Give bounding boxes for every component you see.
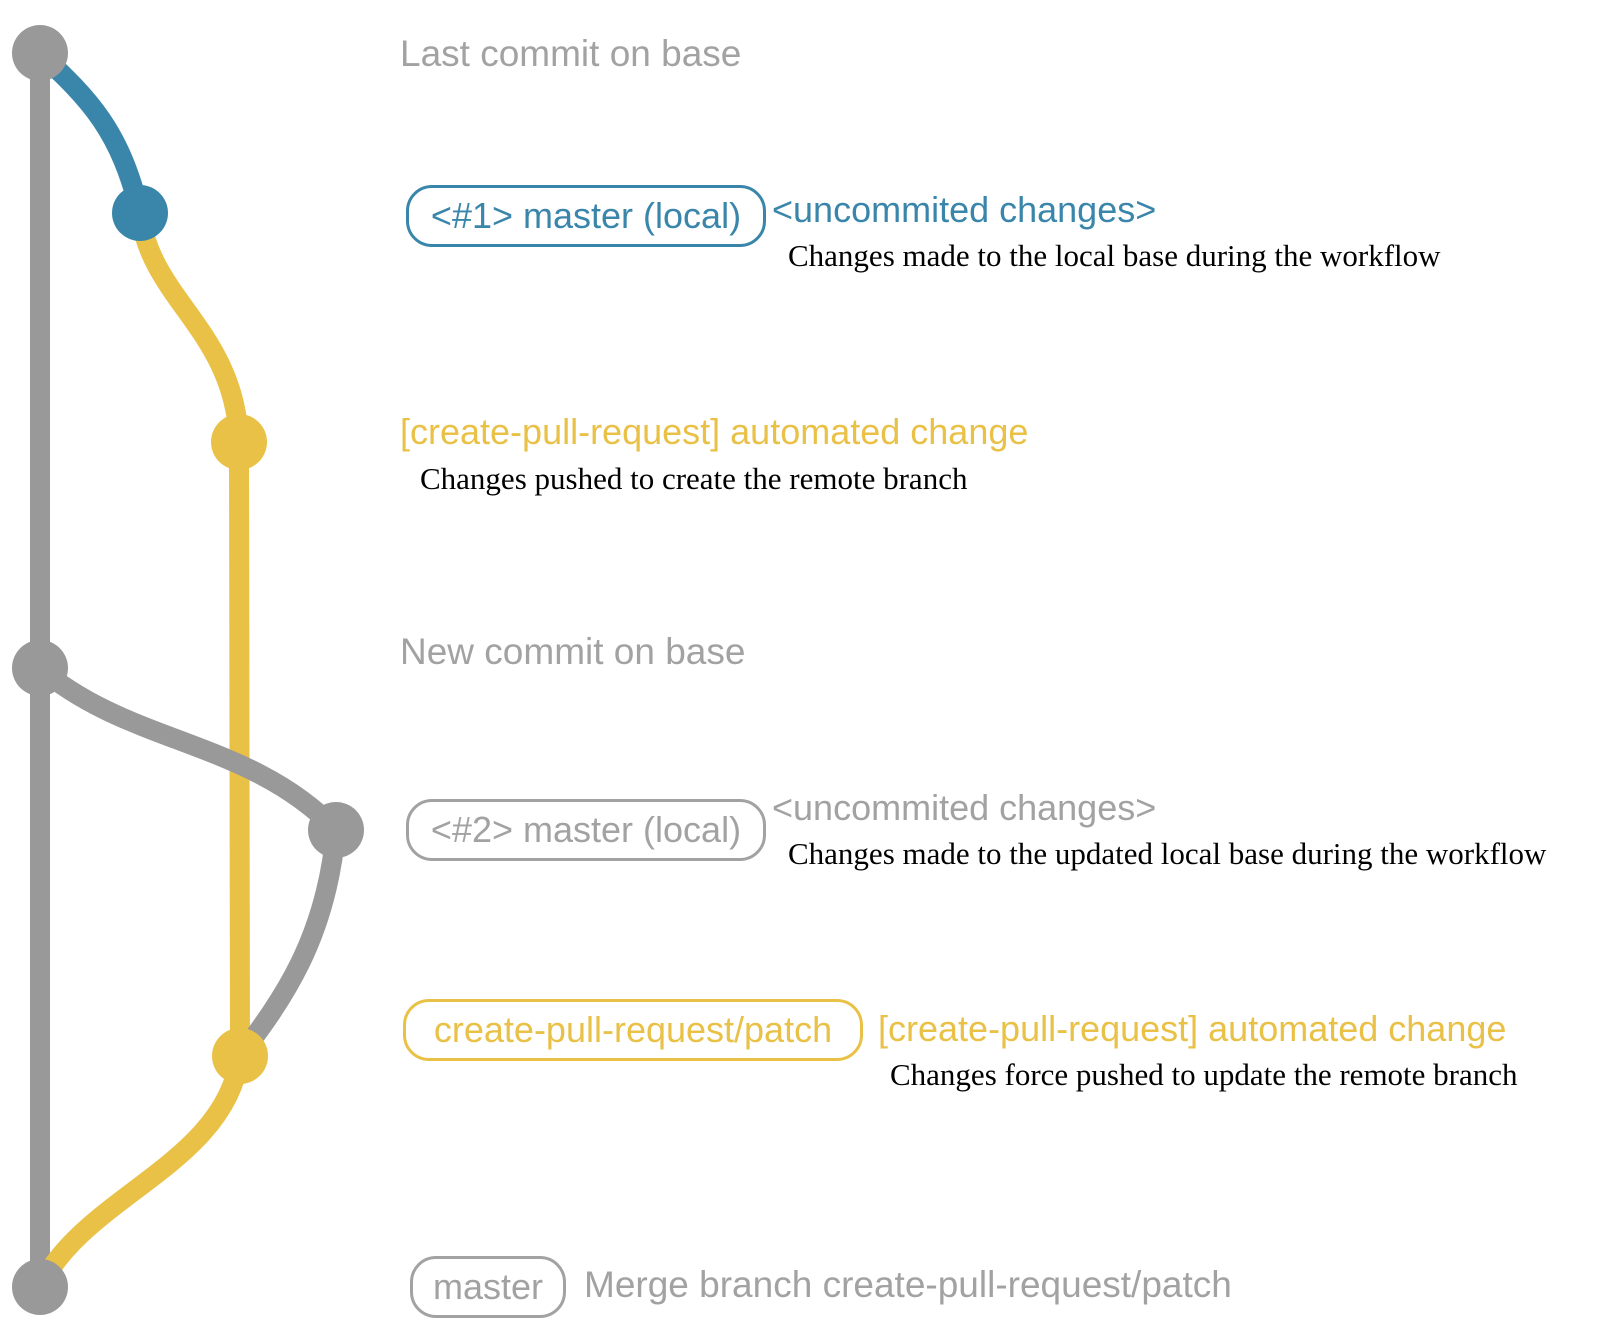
- last-commit-heading: Last commit on base: [400, 33, 742, 74]
- commit-node-new-commit-on-base: [12, 640, 68, 696]
- edge-local-branch-1: [30, 43, 150, 223]
- commit-node-merge-commit: [12, 1259, 68, 1315]
- edge-merge-into-base: [30, 1046, 250, 1297]
- badge-master: master: [410, 1256, 566, 1318]
- automated-change-1-heading: [create-pull-request] automated change: [400, 411, 1029, 452]
- automated-change-1-caption: Changes pushed to create the remote bran…: [420, 461, 968, 496]
- automated-change-2-caption: Changes force pushed to update the remot…: [890, 1057, 1518, 1092]
- edge-patch-push-1: [130, 203, 249, 452]
- badge-master-local-1-label: <#1> master (local): [430, 195, 742, 236]
- commit-node-patch-commit-2: [212, 1028, 268, 1084]
- edge-local-branch-2: [30, 658, 346, 840]
- uncommitted-changes-1-heading: <uncommited changes>: [772, 189, 1157, 230]
- edge-patch-force-push: [230, 820, 346, 1066]
- merge-commit-heading: Merge branch create-pull-request/patch: [584, 1264, 1232, 1305]
- commit-node-last-commit-on-base: [12, 25, 68, 81]
- badge-master-label: master: [432, 1266, 544, 1307]
- badge-create-pull-request-patch: create-pull-request/patch: [403, 999, 863, 1061]
- badge-create-pull-request-patch-label: create-pull-request/patch: [433, 1009, 833, 1050]
- commit-node-patch-commit-1: [211, 414, 267, 470]
- edge-patch-branch-line: [229, 432, 250, 1066]
- uncommitted-changes-2-caption: Changes made to the updated local base d…: [788, 836, 1547, 871]
- automated-change-2-heading: [create-pull-request] automated change: [878, 1008, 1507, 1049]
- badge-master-local-1: <#1> master (local): [406, 185, 766, 247]
- new-commit-heading: New commit on base: [400, 631, 746, 672]
- badge-master-local-2: <#2> master (local): [406, 799, 766, 861]
- commit-node-local-commit-1: [112, 185, 168, 241]
- uncommitted-changes-2-heading: <uncommited changes>: [772, 787, 1157, 828]
- commit-node-local-commit-2: [308, 802, 364, 858]
- badge-master-local-2-label: <#2> master (local): [430, 809, 742, 850]
- uncommitted-changes-1-caption: Changes made to the local base during th…: [788, 238, 1441, 273]
